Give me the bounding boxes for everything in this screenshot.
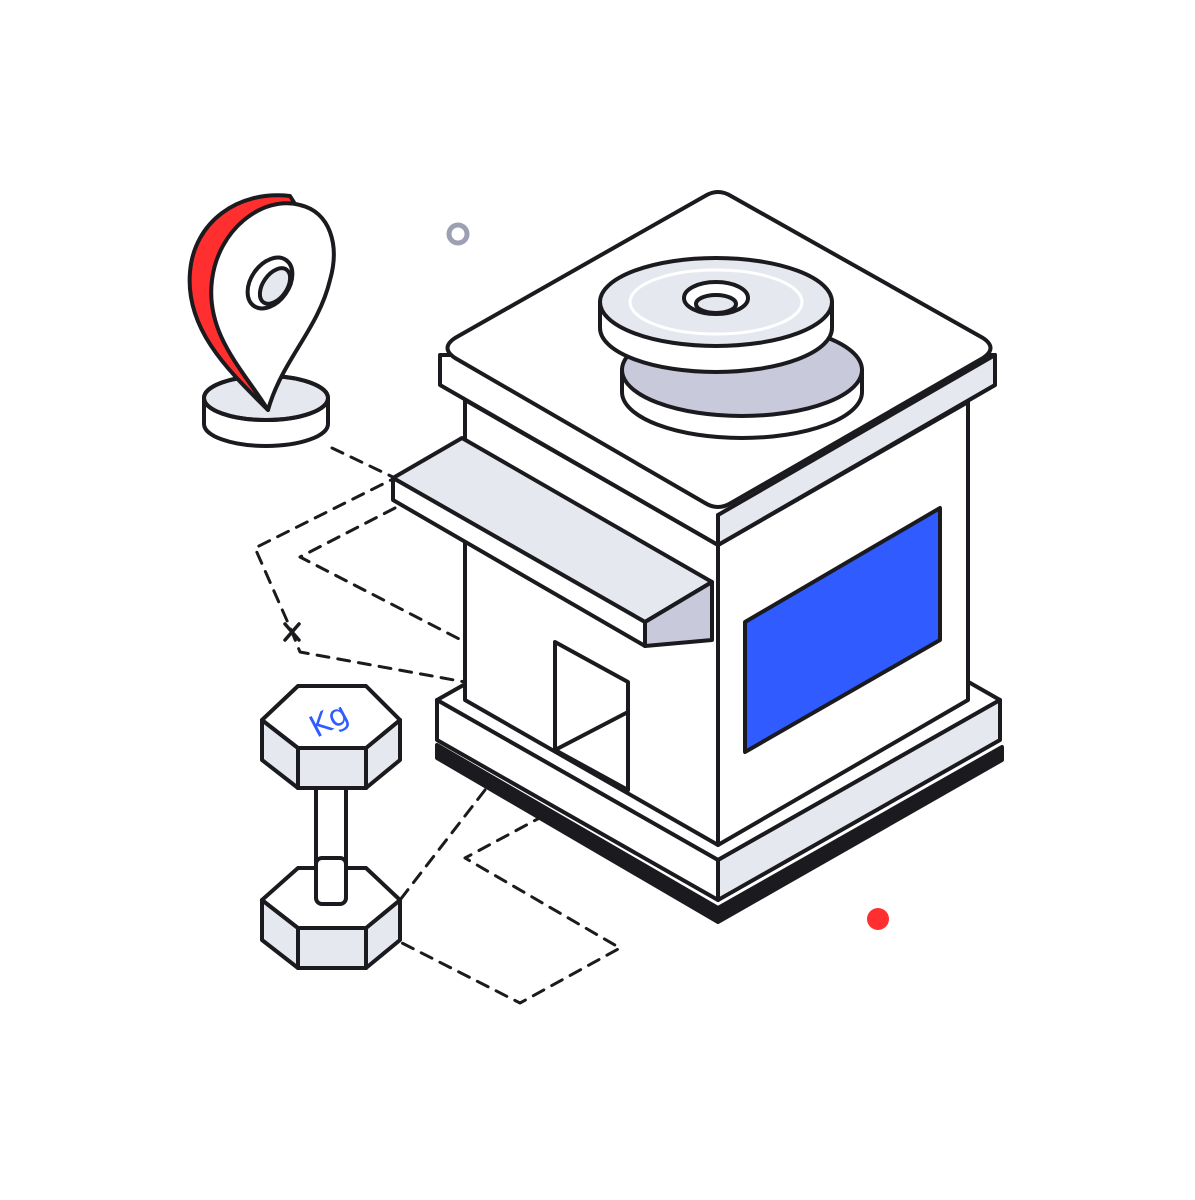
building-awning: [391, 436, 714, 648]
dumbbell-top-weight: [260, 684, 402, 790]
location-pin-icon: [187, 193, 336, 448]
dumbbell-bottom-weight: [260, 856, 402, 970]
red-dot: [867, 908, 889, 930]
grey-ring-dot: [446, 222, 470, 246]
weight-plate-icon: [598, 256, 864, 440]
gym-building-icon: [391, 190, 997, 847]
blue-window-panel: [743, 506, 942, 754]
dumbbell-icon: Kg: [260, 684, 402, 970]
dashed-route-lines: [253, 446, 622, 1005]
building-door: [553, 640, 630, 792]
route-cross-mark: [283, 622, 301, 642]
